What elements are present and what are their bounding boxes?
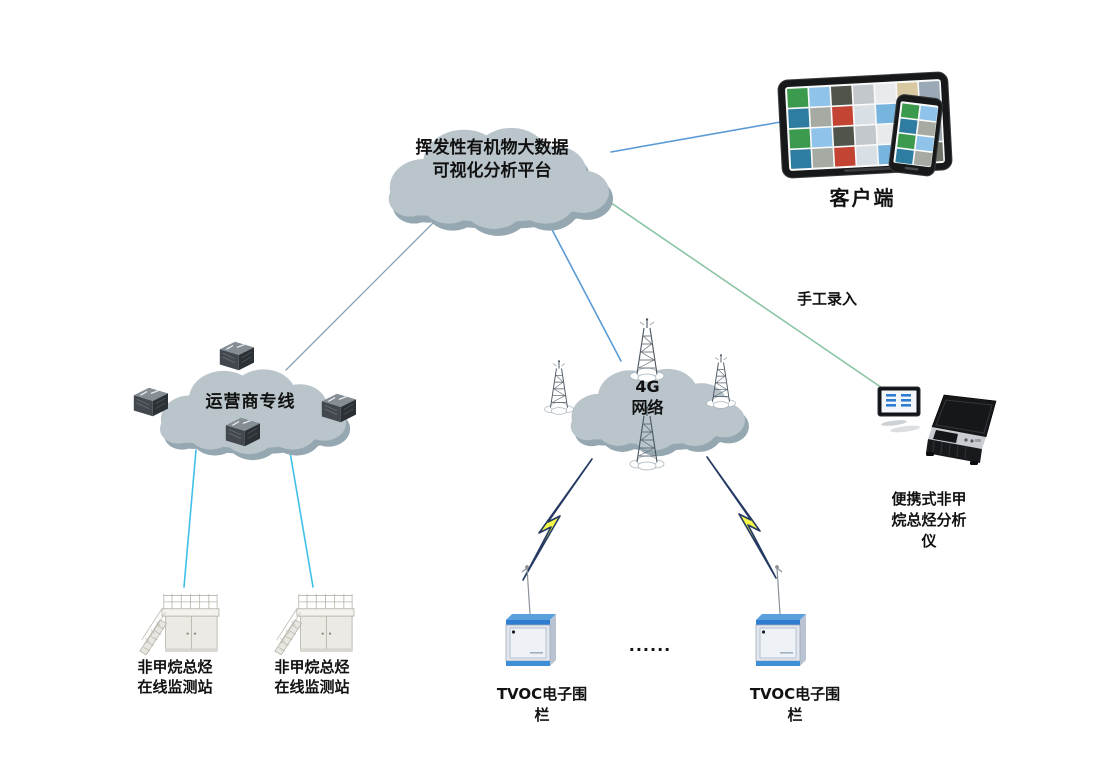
ellipsis-label: ......: [628, 636, 672, 655]
monitoring-station-right-icon: [274, 593, 355, 656]
cell-tower-icon: [629, 317, 665, 383]
4g-label-line2: 网络: [631, 398, 664, 417]
link-platform-4g: [547, 221, 622, 362]
station-left-label-line2: 在线监测站: [137, 678, 213, 696]
station-right-label-line1: 非甲烷总烃: [274, 658, 350, 676]
link-platform-client: [610, 120, 787, 153]
tvoc-left-label: TVOC电子围 栏: [492, 684, 592, 726]
switch-icon: [219, 341, 255, 371]
tvoc-left-label-line2: 栏: [534, 706, 550, 724]
manual-entry-label: 手工录入: [796, 290, 857, 308]
tvoc-right-label-line2: 栏: [787, 706, 803, 724]
station-left-label-line1: 非甲烷总烃: [137, 658, 213, 676]
client-label: 客户端: [829, 186, 896, 210]
monitoring-station-left-icon: [139, 593, 220, 656]
operator-cloud-label: 运营商专线: [205, 392, 296, 412]
link-platform-operator: [285, 214, 442, 371]
analyzer-label-line2: 烷总烃分析: [891, 511, 967, 529]
analyzer-label-line3: 仪: [921, 532, 937, 550]
4g-label-line1: 4G: [635, 377, 660, 396]
platform-label-line2: 可视化分析平台: [432, 161, 552, 181]
client-phone-icon: [888, 94, 943, 177]
station-right-label: 非甲烷总烃 在线监测站: [262, 657, 362, 697]
portable-analyzer-label: 便携式非甲 烷总烃分析 仪: [876, 489, 982, 552]
connection-lines: [183, 120, 889, 588]
tvoc-left-label-line1: TVOC电子围: [496, 685, 588, 703]
operator-cloud: [159, 369, 351, 461]
tvoc-cabinet-right-icon: [755, 613, 807, 667]
link-platform-analyzer: [600, 195, 889, 393]
tvoc-antenna-right-icon: [775, 565, 783, 615]
station-right-label-line2: 在线监测站: [274, 678, 350, 696]
lightning-bolt-left-icon: [522, 458, 593, 581]
tvoc-right-label: TVOC电子围 栏: [745, 684, 845, 726]
platform-label: 挥发性有机物大数据 可视化分析平台: [371, 137, 613, 183]
portable-analyzer-icon: [877, 386, 997, 465]
tvoc-cabinet-left-icon: [505, 613, 557, 667]
tvoc-antenna-left-icon: [521, 565, 531, 615]
link-operator-station-right: [288, 445, 314, 588]
lightning-bolt-right-icon: [706, 456, 777, 579]
station-left-label: 非甲烷总烃 在线监测站: [125, 657, 225, 697]
platform-label-line1: 挥发性有机物大数据: [415, 138, 569, 158]
tvoc-right-label-line1: TVOC电子围: [749, 685, 841, 703]
link-operator-station-left: [183, 449, 197, 588]
analyzer-label-line1: 便携式非甲: [891, 490, 967, 508]
4g-cloud-label: 4G 网络: [550, 376, 745, 418]
